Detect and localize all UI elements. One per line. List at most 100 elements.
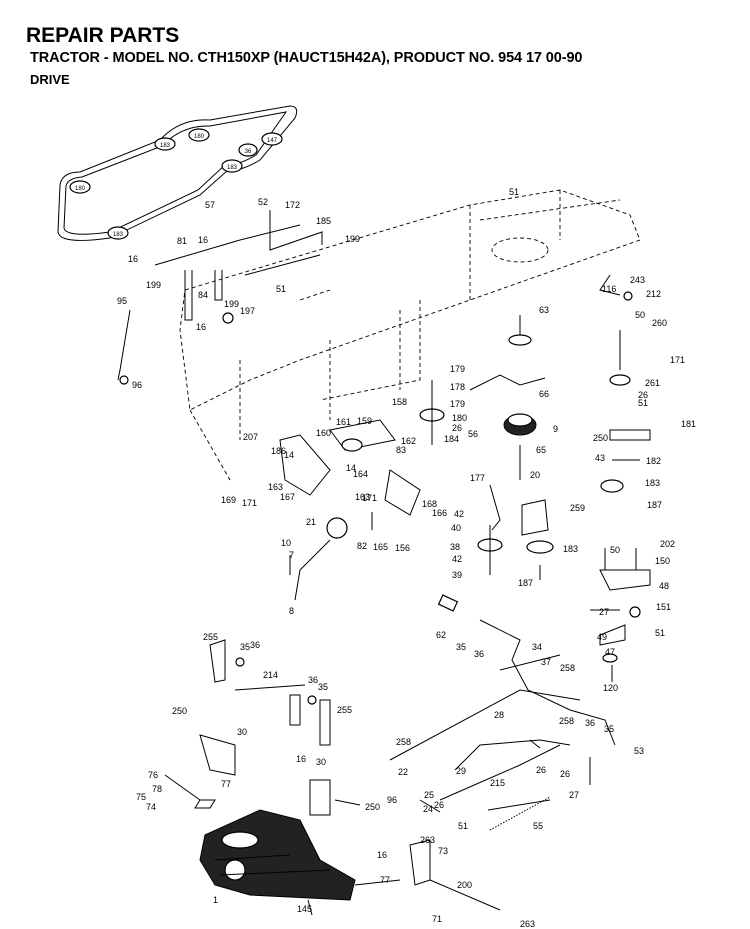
part-number-label: 75 [136,792,146,802]
part-number-label: 186 [271,446,286,456]
part-number-label: 25 [424,790,434,800]
part-number-label: 26 [434,800,444,810]
part-number-label: 156 [395,543,410,553]
part-number-label: 243 [630,275,645,285]
part-number-label: 26 [638,390,648,400]
part-number-label: 50 [610,545,620,555]
part-number-label: 51 [638,398,648,408]
part-number-label: 200 [457,880,472,890]
part-number-label: 184 [444,434,459,444]
pulley-label: 180 [194,134,205,140]
part-number-label: 84 [198,290,208,300]
cross-shaft [209,639,331,746]
part-number-label: 187 [518,578,533,588]
part-number-label: 263 [420,835,435,845]
part-number-label: 16 [296,754,306,764]
part-number-label: 77 [221,779,231,789]
part-number-label: 197 [240,306,255,316]
part-number-label: 40 [451,523,461,533]
part-number-label: 56 [468,429,478,439]
part-number-label: 160 [316,428,331,438]
part-number-label: 214 [263,670,278,680]
part-number-label: 74 [146,802,156,812]
part-number-label: 35 [318,682,328,692]
part-number-label: 1 [213,895,218,905]
part-number-label: 165 [373,542,388,552]
part-number-label: 145 [297,904,312,914]
part-number-label: 159 [357,416,372,426]
part-number-label: 48 [659,581,669,591]
part-number-label: 207 [243,432,258,442]
part-number-label: 55 [533,821,543,831]
part-number-label: 26 [560,769,570,779]
part-number-label: 258 [559,716,574,726]
part-number-label: 167 [280,492,295,502]
part-number-label: 43 [595,453,605,463]
part-number-label: 35 [456,642,466,652]
part-number-label: 81 [177,236,187,246]
part-number-label: 151 [656,602,671,612]
part-number-label: 57 [205,200,215,210]
pulley-label: 36 [245,149,252,155]
part-number-label: 76 [148,770,158,780]
part-number-label: 51 [509,187,519,197]
belt-pulleys [69,128,283,240]
part-number-label: 162 [401,436,416,446]
part-number-label: 49 [597,632,607,642]
part-number-label: 180 [452,413,467,423]
part-number-label: 52 [258,197,268,207]
part-number-label: 183 [563,544,578,554]
part-number-label: 14 [346,463,356,473]
pedal-rods [389,594,616,831]
part-number-label: 36 [308,675,318,685]
part-number-label: 14 [284,450,294,460]
part-number-label: 10 [281,538,291,548]
part-number-label: 30 [237,727,247,737]
part-number-label: 9 [553,424,558,434]
part-number-label: 163 [355,492,370,502]
part-number-label: 30 [316,757,326,767]
part-number-label: 28 [494,710,504,720]
part-number-label: 187 [647,500,662,510]
part-number-label: 116 [602,284,616,294]
pulley-label: 183 [113,232,124,238]
part-number-label: 36 [474,649,484,659]
part-number-label: 178 [450,382,465,392]
part-number-label: 96 [387,795,397,805]
part-number-label: 8 [289,606,294,616]
part-number-label: 36 [250,640,260,650]
part-number-label: 250 [172,706,187,716]
drive-belt [57,105,298,241]
part-number-label: 171 [242,498,257,508]
part-number-label: 35 [604,724,614,734]
pulley-36 [238,143,258,157]
part-number-label: 163 [268,482,283,492]
part-number-label: 16 [198,235,208,245]
part-number-label: 36 [585,718,595,728]
part-number-label: 199 [146,280,161,290]
part-number-label: 120 [603,683,618,693]
part-number-label: 179 [450,364,465,374]
part-number-label: 250 [365,802,380,812]
part-number-label: 22 [398,767,408,777]
part-number-label: 185 [316,216,331,226]
part-number-label: 38 [450,542,460,552]
part-number-label: 77 [380,875,390,885]
pulley-183-c [107,226,129,240]
pulley-label: 180 [75,186,86,192]
part-number-label: 20 [530,470,540,480]
page-title: REPAIR PARTS [26,24,180,47]
part-number-label: 78 [152,784,162,794]
upper-linkage [117,210,633,385]
part-number-label: 171 [362,493,377,503]
tractor-frame [179,189,641,481]
part-number-label: 47 [605,647,615,657]
center-pulleys [419,315,651,493]
pulley-183-b [221,159,243,173]
pulley-label: 147 [267,138,278,144]
part-number-label: 161 [336,417,351,427]
part-number-label: 34 [532,642,542,652]
part-number-label: 199 [224,299,239,309]
